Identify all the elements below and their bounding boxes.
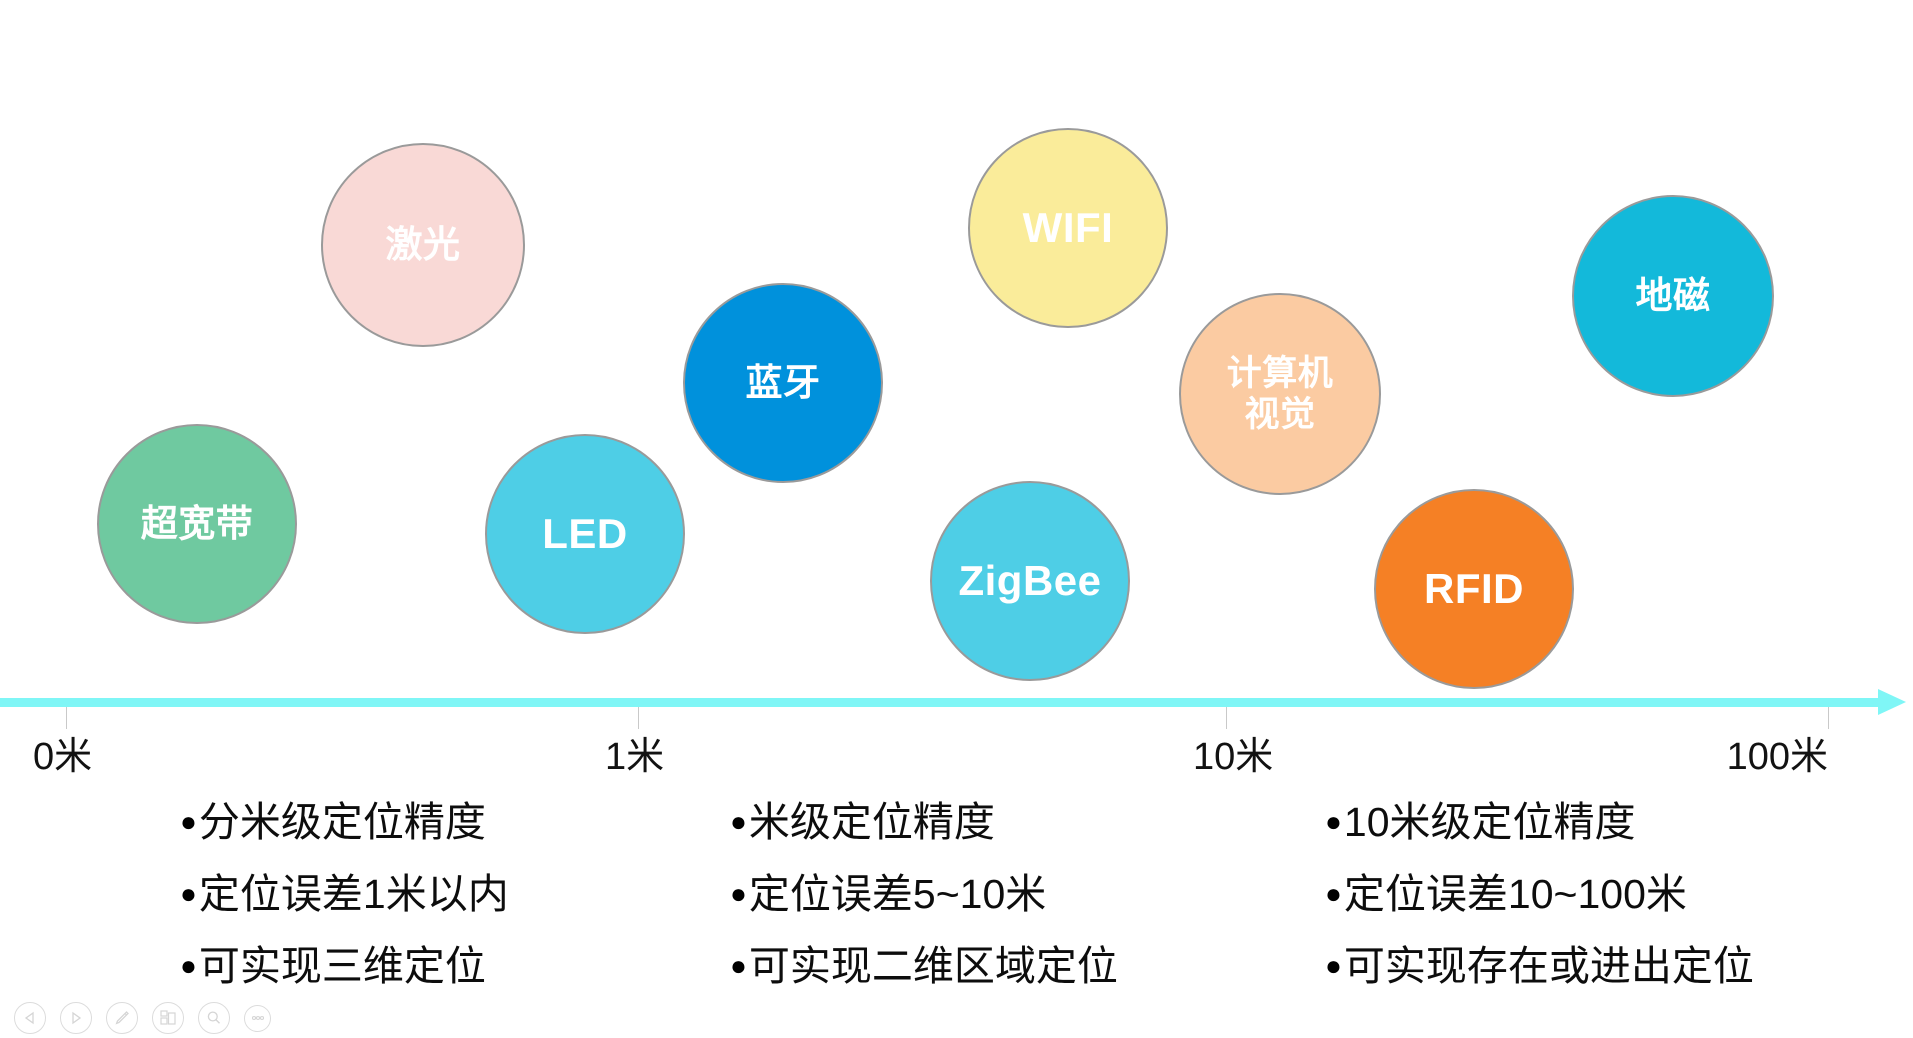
triangle-right-icon xyxy=(72,1011,82,1025)
bullet-item: ●定位误差5~10米 xyxy=(730,868,1118,940)
bubble-label: 地磁 xyxy=(1635,275,1711,317)
bullet-marker-icon: ● xyxy=(1325,806,1342,837)
bullet-item: ●定位误差1米以内 xyxy=(180,868,509,940)
bubble-4[interactable]: WIFI xyxy=(968,128,1168,328)
bubble-6[interactable]: 计算机 视觉 xyxy=(1179,293,1381,495)
axis-tick xyxy=(66,707,67,729)
slide-overview-button[interactable] xyxy=(152,1002,184,1034)
bullet-marker-icon: ● xyxy=(730,950,747,981)
slideshow-toolbar[interactable] xyxy=(14,1002,271,1034)
next-slide-button[interactable] xyxy=(60,1002,92,1034)
axis-tick-label: 100米 xyxy=(1726,736,1828,778)
bubble-label: ZigBee xyxy=(958,557,1102,605)
more-options-button[interactable] xyxy=(244,1004,271,1032)
bubble-label: 超宽带 xyxy=(140,503,254,545)
bullet-item: ●可实现二维区域定位 xyxy=(730,940,1118,1012)
bullet-label: 定位误差10~100米 xyxy=(1343,871,1687,917)
bubble-5[interactable]: ZigBee xyxy=(930,481,1130,681)
bullet-label: 分米级定位精度 xyxy=(198,799,486,845)
bullet-label: 可实现三维定位 xyxy=(198,943,486,989)
axis-line xyxy=(0,698,1884,707)
ellipsis-icon xyxy=(251,1015,264,1021)
axis-tick xyxy=(1828,707,1829,729)
bullet-item: ●米级定位精度 xyxy=(730,796,1118,868)
bullet-marker-icon: ● xyxy=(180,950,197,981)
bullet-marker-icon: ● xyxy=(1325,878,1342,909)
bullet-item: ●可实现三维定位 xyxy=(180,940,509,1012)
bullet-item: ●可实现存在或进出定位 xyxy=(1325,940,1754,1012)
bubble-3[interactable]: 蓝牙 xyxy=(683,283,883,483)
bubble-label: RFID xyxy=(1424,565,1524,613)
bullet-column-0: ●分米级定位精度●定位误差1米以内●可实现三维定位 xyxy=(180,796,509,1012)
magnifier-icon xyxy=(207,1011,220,1024)
bullet-label: 10米级定位精度 xyxy=(1343,799,1636,845)
bullet-marker-icon: ● xyxy=(180,806,197,837)
bullet-marker-icon: ● xyxy=(1325,950,1342,981)
bullet-item: ●分米级定位精度 xyxy=(180,796,509,868)
bubble-label: WIFI xyxy=(1022,204,1114,252)
triangle-left-icon xyxy=(24,1011,34,1025)
axis-tick-label: 1米 xyxy=(605,736,665,778)
axis-tick-label: 10米 xyxy=(1193,736,1274,778)
bubble-label: LED xyxy=(542,510,628,558)
bullet-column-1: ●米级定位精度●定位误差5~10米●可实现二维区域定位 xyxy=(730,796,1118,1012)
pen-tool-button[interactable] xyxy=(106,1002,138,1034)
bubble-8[interactable]: 地磁 xyxy=(1572,195,1774,397)
bullet-item: ●10米级定位精度 xyxy=(1325,796,1754,868)
bubble-2[interactable]: LED xyxy=(485,434,685,634)
bullet-marker-icon: ● xyxy=(730,878,747,909)
bubble-label: 计算机 视觉 xyxy=(1226,353,1334,434)
bullet-marker-icon: ● xyxy=(180,878,197,909)
bubble-label: 蓝牙 xyxy=(745,362,821,404)
grid-slides-icon xyxy=(160,1010,176,1025)
bubble-1[interactable]: 激光 xyxy=(321,143,525,347)
bullet-label: 可实现存在或进出定位 xyxy=(1343,943,1754,989)
axis-arrow-icon xyxy=(1878,689,1906,715)
bubble-7[interactable]: RFID xyxy=(1374,489,1574,689)
zoom-tool-button[interactable] xyxy=(198,1002,230,1034)
axis-tick xyxy=(1226,707,1227,729)
axis-tick xyxy=(638,707,639,729)
axis-tick-label: 0米 xyxy=(33,736,93,778)
bubble-0[interactable]: 超宽带 xyxy=(97,424,297,624)
bullet-label: 定位误差5~10米 xyxy=(748,871,1047,917)
bubble-label: 激光 xyxy=(385,224,461,266)
bullet-label: 定位误差1米以内 xyxy=(198,871,509,917)
bullet-label: 米级定位精度 xyxy=(748,799,995,845)
bullet-marker-icon: ● xyxy=(730,806,747,837)
pen-icon xyxy=(115,1011,129,1025)
bullet-label: 可实现二维区域定位 xyxy=(748,943,1118,989)
previous-slide-button[interactable] xyxy=(14,1002,46,1034)
bullet-column-2: ●10米级定位精度●定位误差10~100米●可实现存在或进出定位 xyxy=(1325,796,1754,1012)
bullet-item: ●定位误差10~100米 xyxy=(1325,868,1754,940)
